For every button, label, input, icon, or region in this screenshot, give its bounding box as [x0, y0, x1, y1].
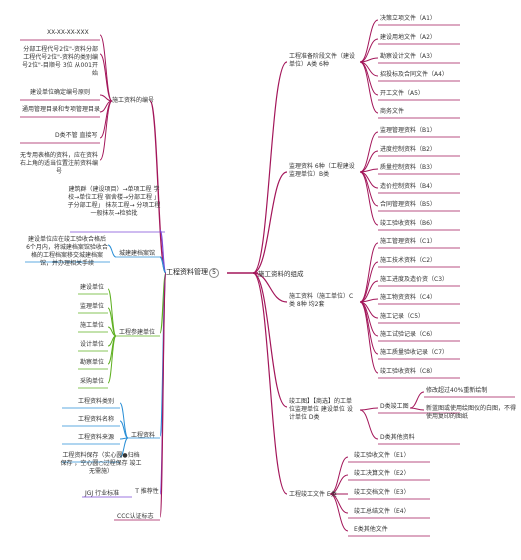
group-b-label[interactable]: 监理资料 6种（工程建设监理单位）B类	[289, 163, 355, 178]
c-item-2[interactable]: 施工技术资料（C2）	[380, 257, 437, 264]
group-a-label[interactable]: 工程准备阶段文件（建设单位）A类 6种	[289, 53, 356, 68]
b-item-5[interactable]: 合同管理资料（B5）	[380, 201, 436, 208]
collapse-count-badge[interactable]: 5	[209, 268, 219, 278]
a-item-2[interactable]: 建设用地文件（A2）	[380, 34, 436, 41]
e-item-3[interactable]: 竣工交档文件（E3）	[354, 489, 410, 496]
c-item-1[interactable]: 施工管理资料（C1）	[380, 238, 437, 245]
project-hierarchy-flow[interactable]: 建筑群（建设项目）→单项工程 学校→单位工程 宿舍楼→分部工程 」子分部工程」 …	[67, 186, 161, 217]
participants-label[interactable]: 工程参建单位	[119, 329, 156, 336]
b-item-3[interactable]: 质量控制资料（B3）	[380, 164, 436, 171]
participant-6[interactable]: 采购单位	[80, 378, 105, 385]
eng-item-4[interactable]: 工程资料保存（实心圆●归档保存 ，空心圆○过程保存 竣工无需施）	[60, 452, 142, 475]
d-note-1[interactable]: 修改超过40%重新绘制	[426, 387, 488, 394]
numbering-label[interactable]: 施工资料的编号	[112, 97, 155, 104]
participant-3[interactable]: 施工单位	[80, 322, 105, 329]
a-item-3[interactable]: 勘察设计文件（A3）	[380, 53, 436, 60]
eng-item-1[interactable]: 工程资料类别	[78, 398, 115, 405]
e-item-5[interactable]: E类其他文件	[354, 526, 388, 533]
eng-data-label[interactable]: 工程资料	[131, 432, 156, 439]
eng-item-2[interactable]: 工程资料名称	[78, 416, 115, 423]
jgj-note[interactable]: T 推荐性	[135, 488, 159, 495]
c-item-7[interactable]: 施工质量验收记录（C7）	[380, 349, 449, 356]
c-item-3[interactable]: 施工进度及造价资（C3）	[380, 276, 449, 283]
d-note-2[interactable]: 新蓝图或使用绘图仪的白图，不得使用复印的图纸	[426, 405, 517, 420]
e-item-1[interactable]: 竣工验收文件（E1）	[354, 452, 410, 459]
a-item-1[interactable]: 决策立项文件（A1）	[380, 15, 436, 22]
archive-note[interactable]: 建设单位应在竣工验收合格后 6个月内，将城建档案馆验收合格的工程档案移交城建档案…	[26, 236, 108, 267]
d-item-other[interactable]: D类其他资料	[380, 434, 415, 441]
b-item-6[interactable]: 竣工验收资料（B6）	[380, 220, 436, 227]
participant-1[interactable]: 建设单位	[80, 284, 105, 291]
group-d-label[interactable]: 竣工图】【商选】的工单位监理单位 建设单位 设计单位 D类	[289, 398, 353, 421]
numbering-format[interactable]: XX-XX-XX-XXX	[47, 29, 89, 36]
participant-5[interactable]: 勘察单位	[80, 359, 105, 366]
c-item-5[interactable]: 施工记录（C5）	[380, 313, 425, 320]
b-item-4[interactable]: 造价控制资料（B4）	[380, 183, 436, 190]
participant-4[interactable]: 设计单位	[80, 341, 105, 348]
e-item-4[interactable]: 竣工总结文件（E4）	[354, 508, 410, 515]
participant-2[interactable]: 监理单位	[80, 303, 105, 310]
numbering-d-class[interactable]: D类不管 直接写	[55, 132, 98, 139]
jgj-label[interactable]: JGJ 行业标准	[85, 490, 120, 497]
e-item-2[interactable]: 竣工决算文件（E2）	[354, 470, 410, 477]
numbering-no-form-note[interactable]: 无专用表格的资料，应在资料右上角的适当位置注前资料编号	[19, 152, 98, 175]
archive-label[interactable]: 城建建档案馆	[119, 250, 156, 257]
numbering-structure[interactable]: 分部工程代号2位"-资料分部工程代号2位"-资料的类别编号2位"-目顺号 3位 …	[22, 46, 98, 77]
b-item-1[interactable]: 监理管理资料（B1）	[380, 127, 436, 134]
c-item-8[interactable]: 竣工验收资料（C8）	[380, 368, 437, 375]
eng-item-3[interactable]: 工程资料来源	[78, 434, 115, 441]
right-main-topic[interactable]: 施工资料的组成	[258, 270, 304, 278]
c-item-4[interactable]: 施工物资资料（C4）	[380, 294, 437, 301]
numbering-catalog[interactable]: 通用管理目录和专项管理目录	[21, 106, 100, 113]
root-label: 工程资料管理	[166, 268, 208, 276]
a-item-5[interactable]: 开工文件（A5）	[380, 90, 424, 97]
numbering-principle[interactable]: 建设单位确定编号原则	[30, 89, 91, 96]
b-item-2[interactable]: 进度控制资料（B2）	[380, 146, 436, 153]
a-item-4[interactable]: 招投标及合同文件（A4）	[380, 71, 448, 78]
c-item-6[interactable]: 施工试验记录（C6）	[380, 331, 437, 338]
ccc-label[interactable]: CCC认证标志	[117, 513, 154, 520]
a-item-6[interactable]: 商务文件	[380, 108, 405, 115]
group-c-label[interactable]: 施工资料（施工单位）C类 8种 均2套	[289, 293, 354, 308]
d-drawing-label[interactable]: D类竣工图	[380, 403, 409, 410]
group-e-label[interactable]: 工程竣工文件 E类	[289, 491, 337, 498]
